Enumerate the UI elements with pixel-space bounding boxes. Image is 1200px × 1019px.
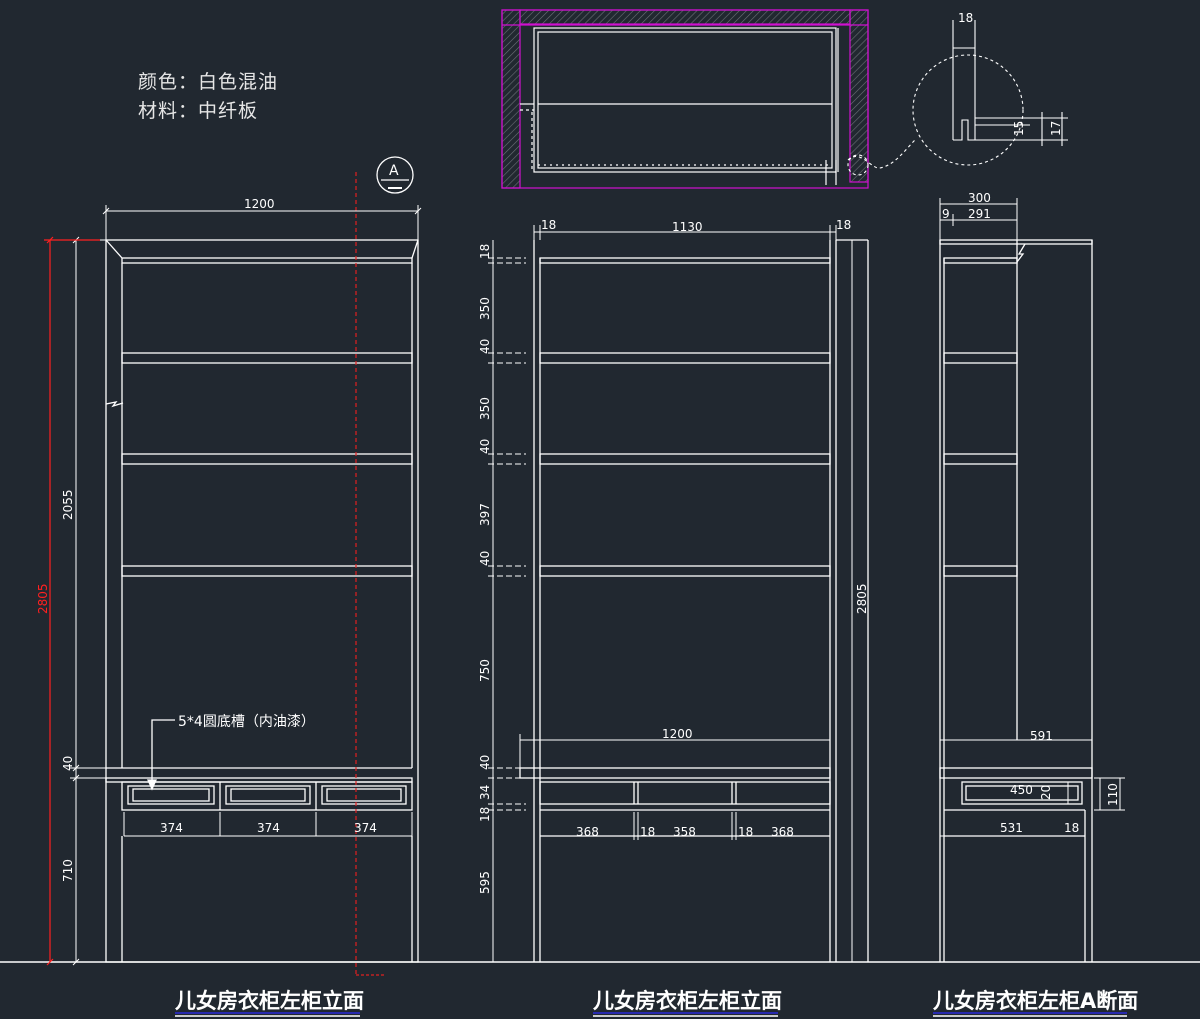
dim-left-drawer-2: 374 xyxy=(257,821,280,835)
title-section: 儿女房衣柜左柜A断面 xyxy=(933,989,1139,1013)
dim-detail-w: 18 xyxy=(958,11,973,25)
dim-sec-lower-side: 18 xyxy=(1064,821,1079,835)
dim-sec-depth: 300 xyxy=(968,191,991,205)
dim-sec-drawer-h: 20 xyxy=(1039,785,1053,800)
title-elevation-right: 儿女房衣柜左柜立面 xyxy=(593,989,782,1013)
dim-mid-gap2: 350 xyxy=(478,397,492,420)
dim-sec-inner: 291 xyxy=(968,207,991,221)
dim-mid-lower-1: 368 xyxy=(576,825,599,839)
dim-left-drawer-1: 374 xyxy=(160,821,183,835)
middle-elevation xyxy=(519,239,869,962)
section-marker-label: A xyxy=(389,163,399,179)
plan-view xyxy=(501,9,869,189)
dim-mid-counter-width: 1200 xyxy=(662,727,693,741)
left-elevation xyxy=(105,156,419,976)
dim-detail-h2: 17 xyxy=(1049,121,1063,136)
dim-mid-height: 2805 xyxy=(855,583,869,614)
dim-left-upper: 2055 xyxy=(61,489,75,520)
title-elevation-left: 儿女房衣柜左柜立面 xyxy=(175,989,364,1013)
section-view xyxy=(939,239,1093,962)
dim-mid-side: 18 xyxy=(541,218,556,232)
detail-bubble xyxy=(847,20,1068,176)
dim-mid-lower-4: 18 xyxy=(738,825,753,839)
title-underlines xyxy=(175,1012,1127,1017)
dim-sec-counter-depth: 591 xyxy=(1030,729,1053,743)
dim-mid-side-right: 18 xyxy=(836,218,851,232)
dim-mid-counter: 40 xyxy=(478,755,492,770)
dim-left-overall-height: 2805 xyxy=(36,583,50,614)
dim-sec-lower-depth: 531 xyxy=(1000,821,1023,835)
left-dimensions xyxy=(70,205,422,966)
section-dimensions xyxy=(939,198,1125,837)
dim-mid-gap4: 750 xyxy=(478,659,492,682)
dim-mid-shelf3: 40 xyxy=(478,551,492,566)
dim-mid-drawer: 34 xyxy=(478,785,492,800)
dim-mid-gap1: 350 xyxy=(478,297,492,320)
dim-mid-shelf1: 40 xyxy=(478,339,492,354)
dim-mid-inner: 1130 xyxy=(672,220,703,234)
dim-sec-drawer-box: 110 xyxy=(1106,783,1120,806)
dim-mid-lower-2: 18 xyxy=(640,825,655,839)
dim-left-counter: 40 xyxy=(61,756,75,771)
dim-left-lower: 710 xyxy=(61,859,75,882)
dim-left-width: 1200 xyxy=(244,197,275,211)
dim-sec-back: 9 xyxy=(942,207,950,221)
dim-left-drawer-3: 374 xyxy=(354,821,377,835)
dim-detail-h1: 15 xyxy=(1012,121,1026,136)
overall-height-dimension xyxy=(44,236,100,966)
callout-label: 5*4圆底槽（内油漆） xyxy=(178,714,315,730)
dim-mid-top: 18 xyxy=(478,244,492,259)
dimension-texts: 1200 2055 40 710 374 374 374 18 1130 18 … xyxy=(61,11,1120,894)
note-material: 材料：中纤板 xyxy=(138,100,259,122)
dim-mid-lower-5: 368 xyxy=(771,825,794,839)
dim-mid-shelf2: 40 xyxy=(478,439,492,454)
middle-dimensions xyxy=(488,225,853,962)
dim-mid-gap3: 397 xyxy=(478,503,492,526)
dim-mid-board: 18 xyxy=(478,807,492,822)
note-color: 颜色：白色混油 xyxy=(138,71,279,93)
dim-mid-bottom: 595 xyxy=(478,871,492,894)
dim-mid-lower-3: 358 xyxy=(673,825,696,839)
dim-sec-drawer-depth: 450 xyxy=(1010,783,1033,797)
